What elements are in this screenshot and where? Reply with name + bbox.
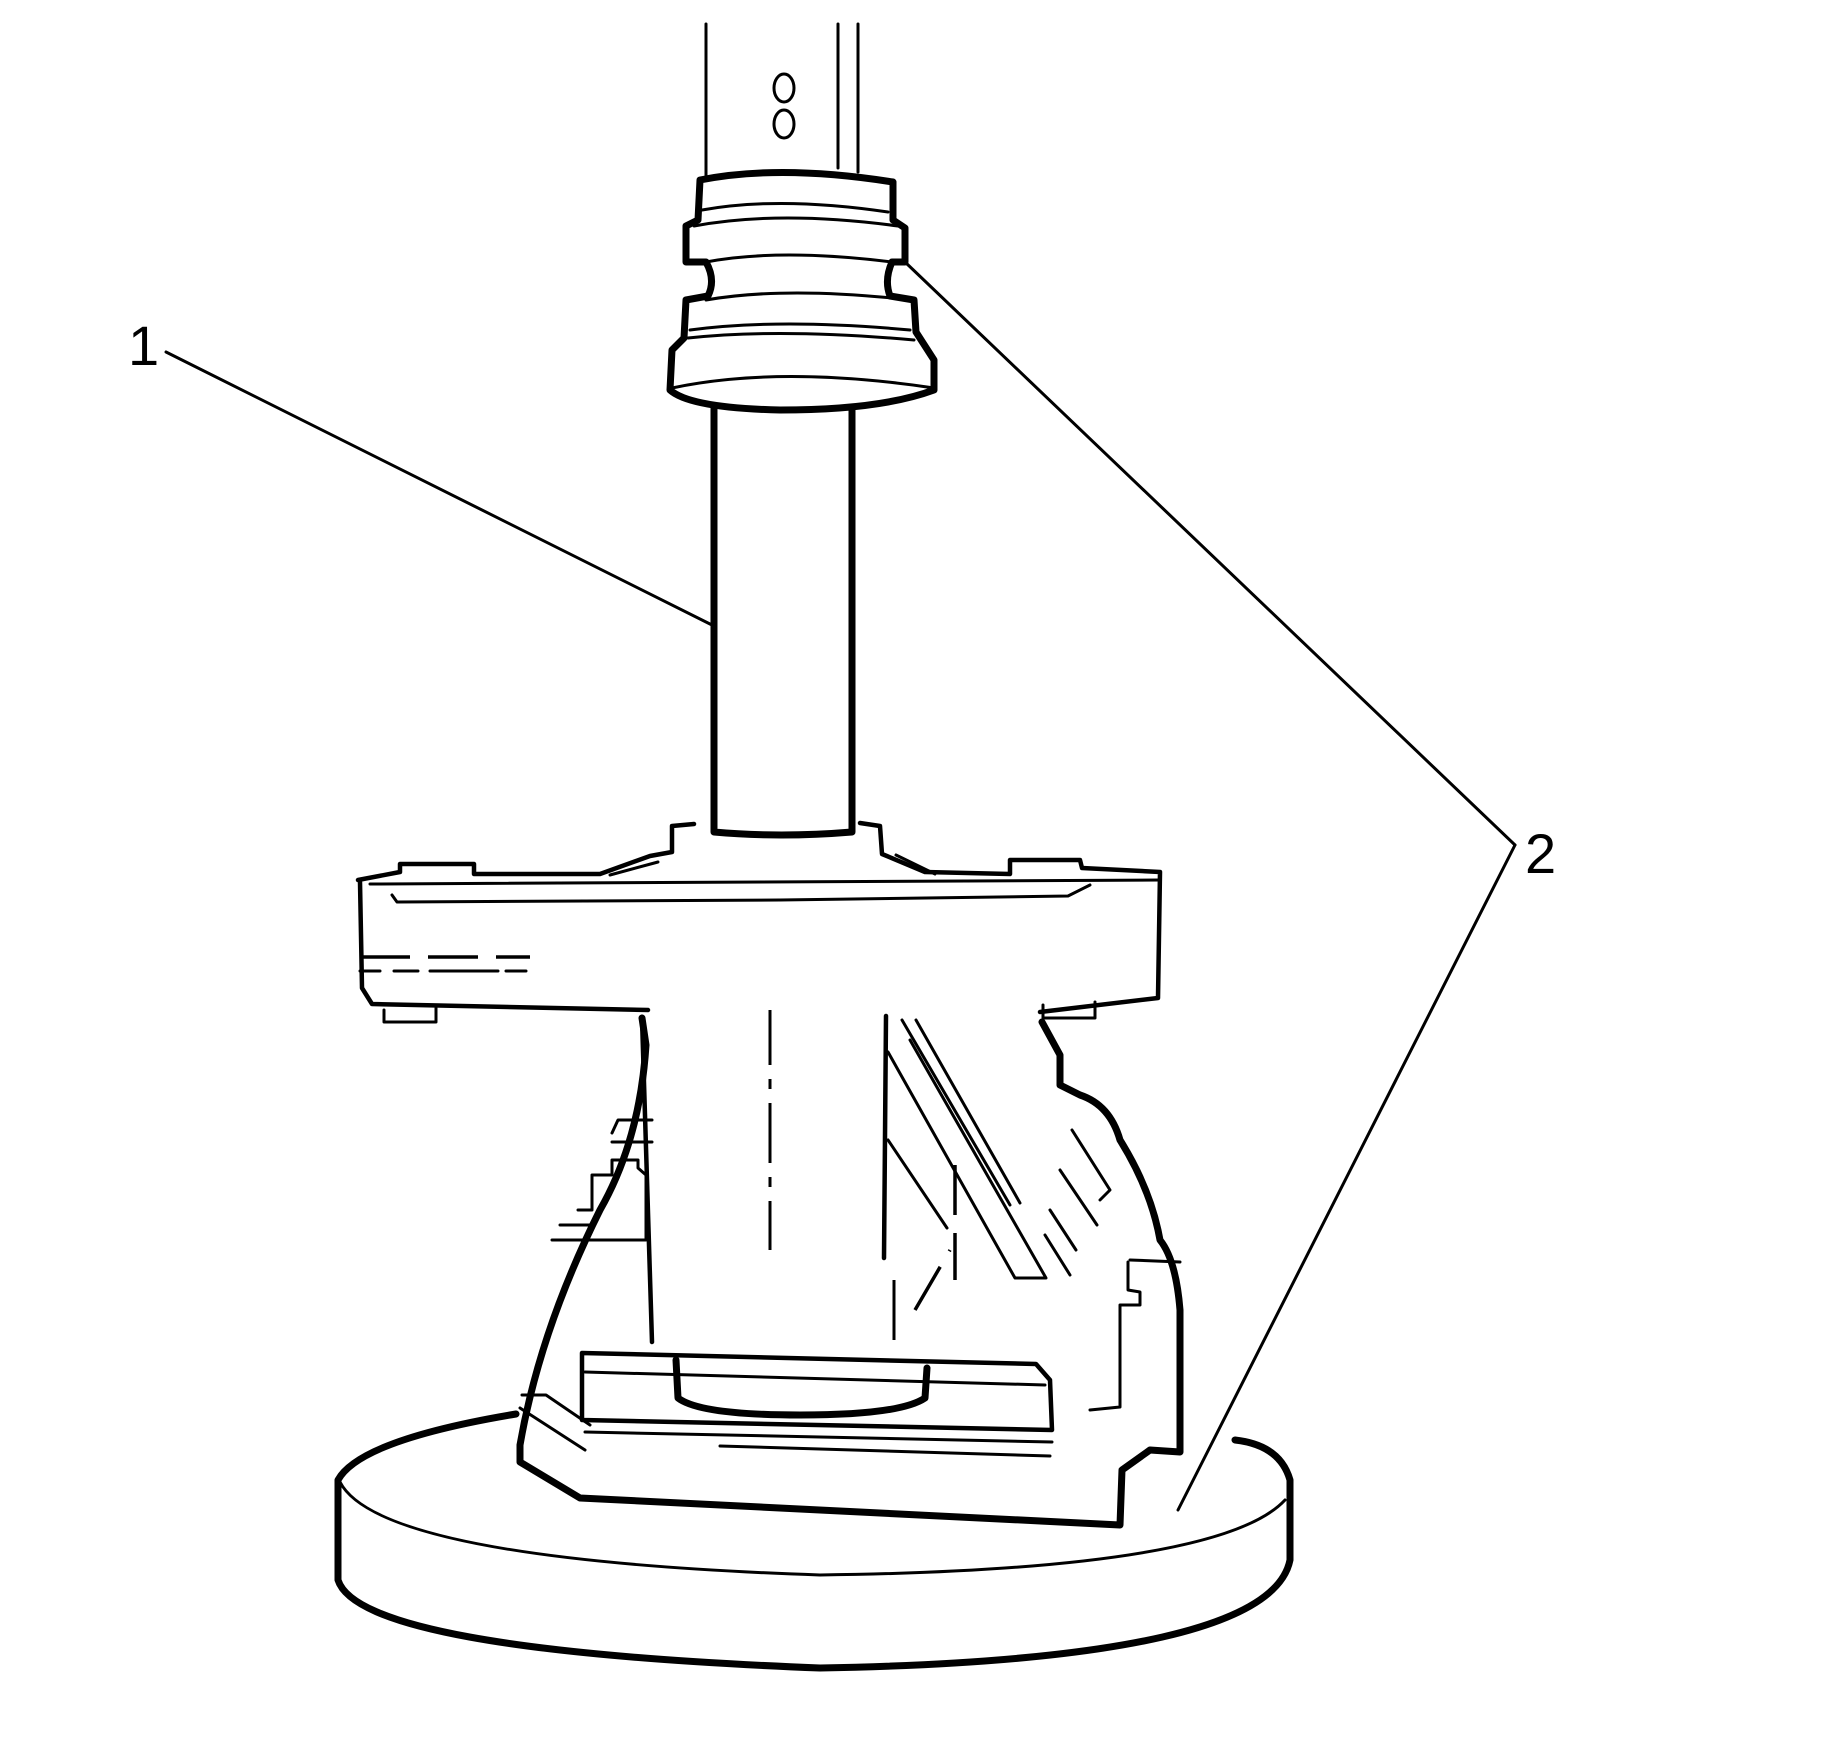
callout-label-1: 1 bbox=[128, 314, 160, 377]
leader-line-2b bbox=[1176, 843, 1517, 1512]
leader-line-2a bbox=[903, 260, 1517, 847]
press-tool-adapter bbox=[666, 22, 938, 414]
leader-line-1 bbox=[164, 350, 714, 627]
lower-hub bbox=[672, 1356, 931, 1419]
leader-lines bbox=[164, 260, 1517, 1512]
callout-label-2: 2 bbox=[1525, 822, 1557, 885]
shaft bbox=[710, 380, 856, 839]
base-plate bbox=[334, 1409, 1294, 1672]
upper-flange bbox=[355, 820, 1163, 1024]
knuckle-body bbox=[516, 1005, 1184, 1529]
lower-crossbeam bbox=[518, 1258, 1182, 1458]
